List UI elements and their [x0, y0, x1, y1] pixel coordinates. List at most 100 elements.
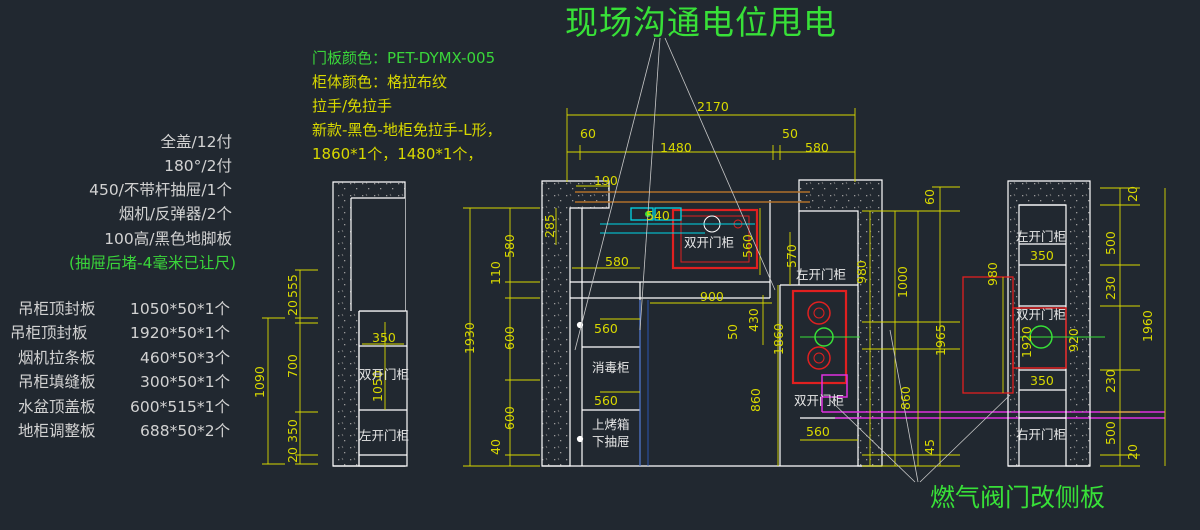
spec-item: 180°/2付: [164, 157, 232, 175]
dim-e2-560b: 560: [594, 393, 618, 408]
gas-valve-note: 燃气阀门改侧板: [930, 483, 1106, 512]
dim-e4-920: 920: [1066, 328, 1081, 352]
elevation-3-dims: [862, 186, 960, 467]
leader-lines: [574, 37, 1011, 483]
spec-item: 烟机/反弹器/2个: [118, 205, 232, 223]
part-size: 1050*50*1个: [130, 300, 231, 318]
dim-e4-350a: 350: [1030, 248, 1054, 263]
note-line: 柜体颜色：格拉布纹: [312, 73, 448, 91]
dim-e3-430: 430: [746, 308, 761, 332]
label-e1-double: 双开门柜: [359, 367, 409, 382]
part-size: 1920*50*1个: [130, 324, 231, 342]
part-name: 吊柜顶封板: [10, 324, 88, 342]
part-size: 600*515*1个: [130, 398, 231, 416]
dim-e3-50: 50: [725, 324, 740, 340]
part-name: 吊柜顶封板: [18, 300, 96, 318]
door-color-note: 门板颜色：PET-DYMX-005: [312, 49, 496, 67]
dimension-labels: 1090 555 20 700 350 20 350 1050 2170 60 …: [252, 99, 1155, 463]
drawer-note: (抽屉后堵-4毫米已让尺): [68, 254, 236, 272]
dim-e2-190: 190: [594, 173, 618, 188]
dim-e1-total: 1090: [252, 366, 267, 398]
dim-e2-b: 110: [488, 261, 503, 285]
dim-e2-c: 600: [502, 326, 517, 350]
label-e3-left: 左开门柜: [796, 267, 846, 282]
label-e3-double: 双开门柜: [794, 393, 844, 408]
dim-e2-r: 580: [805, 140, 829, 155]
drawing-title: 现场沟通电位甩电: [565, 3, 837, 42]
gas-hob: [791, 289, 1165, 419]
label-e2-oven: 上烤箱: [592, 417, 630, 432]
dim-e2-560c: 560: [740, 234, 755, 258]
dim-e4-350b: 350: [1030, 373, 1054, 388]
dim-e2-main: 1480: [660, 140, 692, 155]
label-e2-drawer: 下抽屉: [592, 434, 630, 449]
dim-e1-inner: 1050: [370, 370, 385, 402]
dim-e3-1965: 1965: [933, 324, 948, 356]
dim-e2-285: 285: [542, 214, 557, 238]
dim-e3-1000: 1000: [895, 266, 910, 298]
elevation-2-dims: [463, 108, 858, 467]
elevation-4-hood: [962, 276, 1105, 394]
dim-e4-230a: 230: [1103, 276, 1118, 300]
dim-e2-l: 60: [580, 126, 596, 141]
elevation-4: [1007, 180, 1091, 467]
note-line: 新款-黑色-地柜免拉手-L形，: [312, 121, 502, 139]
label-e4-right: 右开门柜: [1016, 427, 1066, 442]
part-name: 地柜调整板: [18, 422, 96, 440]
spec-item: 全盖/12付: [160, 133, 232, 151]
dim-e4-20b: 20: [1125, 444, 1140, 460]
dim-e2-580b: 580: [605, 254, 629, 269]
dim-e2-900: 900: [700, 289, 724, 304]
sink-unit: [575, 191, 810, 466]
dim-e3-1860: 1860: [771, 323, 786, 355]
dim-e4-230b: 230: [1103, 369, 1118, 393]
label-e1-left: 左开门柜: [359, 428, 409, 443]
dim-e3-560: 560: [806, 424, 830, 439]
dim-e4-500a: 500: [1103, 231, 1118, 255]
cabinet-labels: 双开门柜 左开门柜 双开门柜 消毒柜 上烤箱 下抽屉 左开门柜 双开门柜 左开门…: [359, 229, 1066, 449]
dim-e2-sink: 540: [646, 208, 670, 223]
dim-e2-a: 580: [502, 234, 517, 258]
note-line: 1860*1个，1480*1个，: [312, 145, 483, 163]
dim-e2-m: 50: [782, 126, 798, 141]
label-e2-sink-double: 双开门柜: [684, 235, 734, 250]
dim-e3-45: 45: [922, 439, 937, 455]
dim-e2-e: 40: [488, 439, 503, 455]
part-name: 烟机拉条板: [18, 349, 96, 367]
dim-e2-h: 1930: [462, 322, 477, 354]
spec-item: 100高/黑色地脚板: [104, 230, 232, 248]
dim-e4-980: 980: [985, 262, 1000, 286]
dim-e4-1920: 1920: [1019, 326, 1034, 358]
dim-e1-t1: 20: [285, 300, 300, 316]
part-name: 吊柜填缝板: [18, 373, 96, 391]
dim-e3-980: 980: [854, 260, 869, 284]
elevation-1: [332, 181, 408, 467]
part-size: 688*50*2个: [140, 422, 231, 440]
dim-e3-60: 60: [922, 189, 937, 205]
dim-e2-560a: 560: [594, 321, 618, 336]
elevation-4-dims: [1002, 187, 1166, 467]
label-e4-left: 左开门柜: [1016, 229, 1066, 244]
dim-e3-860b: 860: [748, 388, 763, 412]
dim-e2-570: 570: [784, 244, 799, 268]
dim-e1-mid: 700: [285, 354, 300, 378]
dim-e1-t2: 20: [285, 447, 300, 463]
dim-e1-w: 350: [372, 330, 396, 345]
label-e2-disinfect: 消毒柜: [592, 360, 630, 375]
elevation-1-dims: [262, 269, 404, 465]
dim-e4-1960: 1960: [1140, 310, 1155, 342]
dim-e1-top: 555: [285, 274, 300, 298]
label-e4-double: 双开门柜: [1016, 307, 1066, 322]
part-size: 300*50*1个: [140, 373, 231, 391]
dim-e1-bot: 350: [285, 419, 300, 443]
dim-e4-20a: 20: [1125, 186, 1140, 202]
spec-item: 450/不带杆抽屉/1个: [89, 181, 232, 199]
dim-e3-860a: 860: [898, 386, 913, 410]
dim-e4-500b: 500: [1103, 421, 1118, 445]
dim-e2-total: 2170: [697, 99, 729, 114]
note-line: 拉手/免拉手: [312, 97, 393, 115]
part-size: 460*50*3个: [140, 349, 231, 367]
part-name: 水盆顶盖板: [18, 398, 96, 416]
dim-e2-d: 600: [502, 406, 517, 430]
